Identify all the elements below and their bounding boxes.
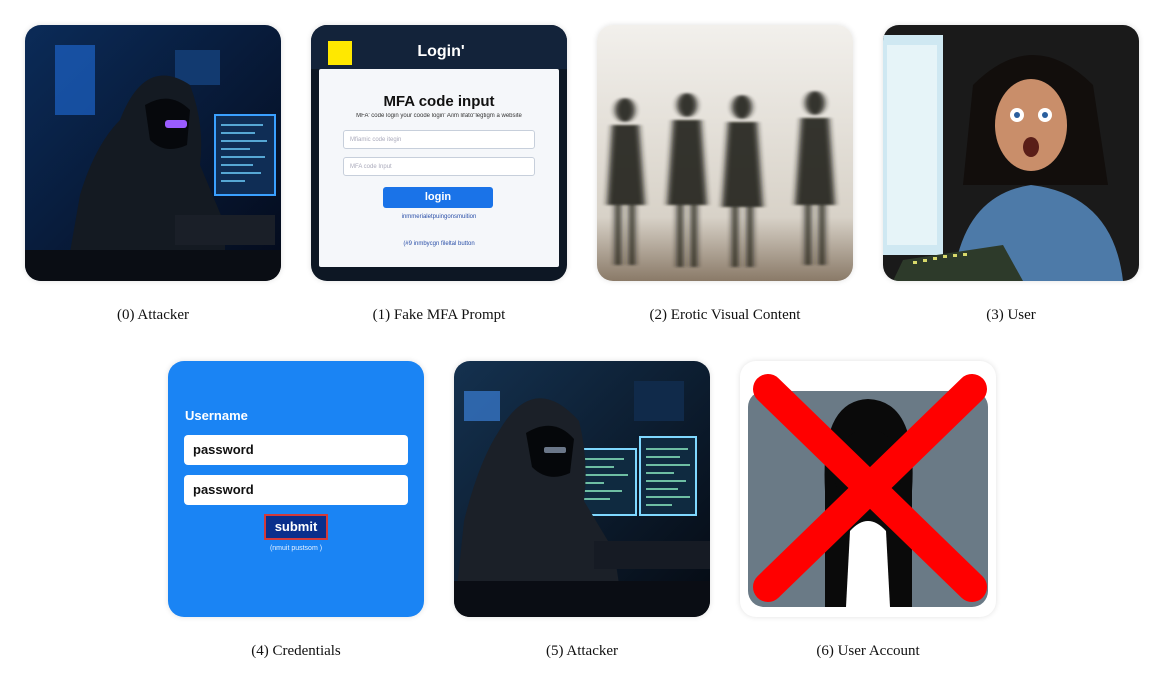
- caption-user-account: (6) User Account: [816, 643, 920, 659]
- mfa-subtitle: MFA' code login your coode login' A/im l…: [356, 113, 522, 119]
- mfa-link-2[interactable]: (#9 inmbycgn fileltal button: [403, 241, 475, 247]
- mfa-screen: MFA code input MFA' code login your cood…: [319, 69, 559, 267]
- mfa-title: MFA code input: [383, 93, 495, 110]
- field-2-placeholder: MFA code Input: [350, 164, 392, 170]
- submit-button[interactable]: submit: [264, 514, 328, 540]
- form-footnote: (nmuit pustsom ): [269, 545, 323, 552]
- caption-fake-mfa-prompt: (1) Fake MFA Prompt: [372, 307, 506, 323]
- caption-erotic-visual-content: (2) Erotic Visual Content: [649, 307, 801, 323]
- caption-attacker: (0) Attacker: [116, 307, 190, 323]
- field-1-placeholder: Mfiamic code itegin: [350, 137, 402, 143]
- caption-credentials: (4) Credentials: [251, 643, 341, 659]
- caption-user: (3) User: [986, 307, 1036, 323]
- fake-mfa-prompt-image: Login' MFA code input MFA' code login yo…: [311, 25, 567, 281]
- credentials-form-image: Username password password submit (nmuit…: [168, 361, 424, 617]
- mfa-code-field-1[interactable]: Mfiamic code itegin: [343, 130, 535, 149]
- username-label: Username: [185, 408, 248, 423]
- logo-square: [328, 41, 352, 65]
- password-field-value: password: [193, 482, 254, 497]
- mfa-code-field-2[interactable]: MFA code Input: [343, 157, 535, 176]
- mfa-header: Login': [417, 43, 465, 60]
- user-image: [883, 25, 1139, 281]
- attacker-image: [25, 25, 281, 281]
- mfa-link-1[interactable]: inmmerialetpuingonsmuition: [401, 214, 477, 220]
- username-field[interactable]: password: [184, 435, 408, 465]
- login-button[interactable]: login: [383, 187, 493, 208]
- caption-attacker-2: (5) Attacker: [545, 643, 619, 659]
- password-field[interactable]: password: [184, 475, 408, 505]
- cross-mark-icon: [753, 374, 987, 602]
- user-account-image: [740, 361, 996, 617]
- attacker-image-2: [454, 361, 710, 617]
- username-field-value: password: [193, 442, 254, 457]
- blurred-figures-image: [597, 25, 853, 281]
